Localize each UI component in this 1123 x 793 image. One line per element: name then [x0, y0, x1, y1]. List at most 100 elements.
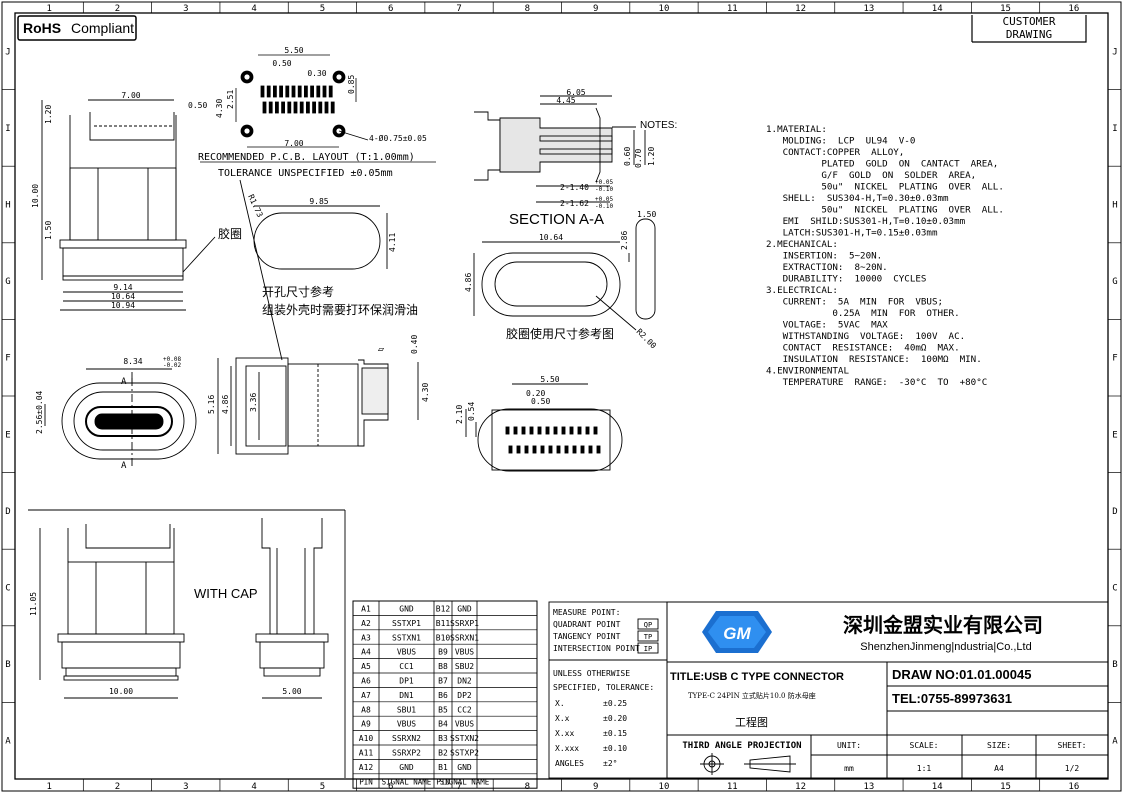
pcb-dim-7-00: 7.00 — [284, 139, 303, 148]
cutout-dim-9-85: 9.85 — [309, 197, 328, 206]
note-line: 2.MECHANICAL: — [766, 239, 838, 250]
grid-column-bottom-4: 4 — [251, 782, 256, 792]
cutout-view — [239, 179, 388, 361]
note-line: PLATED GOLD ON CANTACT AREA, — [766, 159, 998, 170]
pin-table-cell: PIN — [359, 777, 373, 786]
bottom-dim-0-20: 0.20 — [526, 389, 545, 398]
title-text: TITLE:USB C TYPE CONNECTOR — [670, 671, 844, 683]
title-block — [666, 601, 1109, 779]
section-dim-2-1-40: 2-1.40 — [560, 183, 589, 192]
pin-table-cell: SSTXN1 — [392, 633, 421, 642]
note-line: G/F GOLD ON SOLDER AREA, — [766, 170, 976, 181]
pin-table-cell: A3 — [361, 633, 371, 642]
grid-column-bottom-3: 3 — [183, 782, 188, 792]
tolerance-row-value: ±0.20 — [603, 714, 627, 723]
contact-pin — [556, 445, 561, 454]
tolerance-row-key: ANGLES — [555, 759, 584, 768]
contact-pin — [545, 426, 550, 435]
section-dim-0-70: 0.70 — [634, 149, 643, 168]
grid-row-right-C: C — [1112, 584, 1117, 594]
side-flatness-symbol: ▱ — [378, 344, 384, 355]
contact-pin — [513, 426, 518, 435]
contact-pin — [580, 445, 585, 454]
pcb-tolerance-note: TOLERANCE UNSPECIFIED ±0.05mm — [218, 168, 393, 179]
pin-table-cell: A1 — [361, 605, 371, 614]
contact-pin — [548, 445, 553, 454]
contact-pin — [596, 445, 601, 454]
notes-block: 1.MATERIAL: MOLDING: LCP UL94 V-0 CONTAC… — [766, 124, 1004, 388]
pin-table-cell: SSRXN2 — [392, 734, 421, 743]
company-name-en: ShenzhenJinmeng|ndustria|Co.,Ltd — [860, 641, 1031, 653]
badge-ip: IP — [644, 645, 652, 653]
title-subtitle: TYPE-C 24PIN 立式贴片10.0 防水母座 — [688, 691, 816, 700]
grid-column-top-14: 14 — [932, 4, 943, 14]
front-dim-10-00: 10.00 — [31, 184, 40, 208]
grid-column-bottom-16: 16 — [1068, 782, 1079, 792]
section-a-a-title: SECTION A-A — [509, 211, 604, 228]
contact-pin — [521, 426, 526, 435]
note-line: SHELL: SUS304-H,T=0.30±0.03mm — [766, 193, 949, 204]
pin-table-cell: VBUS — [455, 720, 474, 729]
pin-table-cell: A10 — [359, 734, 374, 743]
front-dim-9-14: 9.14 — [113, 283, 132, 292]
grid-row-right-D: D — [1112, 507, 1117, 517]
pin-table-cell: A8 — [361, 705, 371, 714]
section-a-a-view — [474, 95, 646, 203]
badge-tp: TP — [644, 633, 652, 641]
note-line: MOLDING: LCP UL94 V-0 — [766, 136, 915, 147]
tolerance-line2: SPECIFIED, TOLERANCE: — [553, 683, 654, 692]
gasket-dim-1-50: 1.50 — [637, 210, 656, 219]
pcb-pad — [303, 85, 308, 98]
note-line: INSERTION: 5~20N. — [766, 251, 882, 262]
grid-column-top-4: 4 — [251, 4, 256, 14]
pin-table-cell: B2 — [438, 749, 448, 758]
section-dim-2-1-62-tol-minus: -0.10 — [595, 203, 613, 210]
pin-table-cell: DP1 — [399, 677, 414, 686]
scale-header: SCALE: — [910, 741, 939, 750]
cutout-dim-4-11: 4.11 — [388, 233, 397, 252]
gasket-dim-4-86: 4.86 — [464, 273, 473, 292]
pcb-pad — [279, 85, 284, 98]
pcb-pad — [305, 101, 310, 114]
pin-table-cell: SSRXN1 — [450, 633, 479, 642]
pin-table-cell: DP2 — [457, 691, 472, 700]
rohs-label: RoHS — [23, 20, 61, 36]
contact-pin — [516, 445, 521, 454]
pin-table-cell: SIGNAL NAME — [382, 777, 432, 786]
pin-table-cell: B4 — [438, 720, 448, 729]
pcb-pad — [318, 101, 323, 114]
pin-table-cell: GND — [399, 605, 414, 614]
grid-column-bottom-14: 14 — [932, 782, 943, 792]
pin-table-cell: B12 — [436, 605, 451, 614]
cutout-note-line2: 组装外壳时需要打环保润滑油 — [262, 303, 418, 317]
tolerance-line1: UNLESS OTHERWISE — [553, 669, 630, 678]
grid-column-bottom-12: 12 — [795, 782, 806, 792]
tolerance-row-key: X.xxx — [555, 744, 579, 753]
pin-table-cell: B7 — [438, 677, 448, 686]
grid-column-top-1: 1 — [46, 4, 51, 14]
size-value: A4 — [994, 764, 1004, 773]
pcb-pad — [328, 85, 333, 98]
top-dim-8-34-tol-minus: -0.02 — [163, 362, 181, 369]
pin-table-cell: A6 — [361, 677, 371, 686]
section-dim-1-20: 1.20 — [647, 147, 656, 166]
front-dim-1-20: 1.20 — [44, 105, 53, 124]
pin-table-cell: A12 — [359, 763, 374, 772]
pin-table-cell: SSRXP2 — [392, 749, 421, 758]
measure-intersection: INTERSECTION POINT — [553, 644, 640, 653]
contact-pin — [569, 426, 574, 435]
pcb-pad — [322, 85, 327, 98]
grid-row-left-B: B — [5, 660, 10, 670]
grid-column-top-10: 10 — [659, 4, 670, 14]
section-dim-2-1-62: 2-1.62 — [560, 199, 589, 208]
grid-row-left-G: G — [5, 277, 10, 287]
pin-table-cell: B8 — [438, 662, 448, 671]
note-line: DURABILITY: 10000 CYCLES — [766, 274, 926, 285]
top-dim-2-56: 2.56±0.04 — [35, 390, 44, 434]
scale-value: 1:1 — [917, 764, 932, 773]
top-view — [44, 368, 197, 466]
front-dim-0-50: 0.50 — [188, 101, 207, 110]
contact-pin — [524, 445, 529, 454]
front-dim-10-64: 10.64 — [111, 292, 135, 301]
contact-pin — [593, 426, 598, 435]
